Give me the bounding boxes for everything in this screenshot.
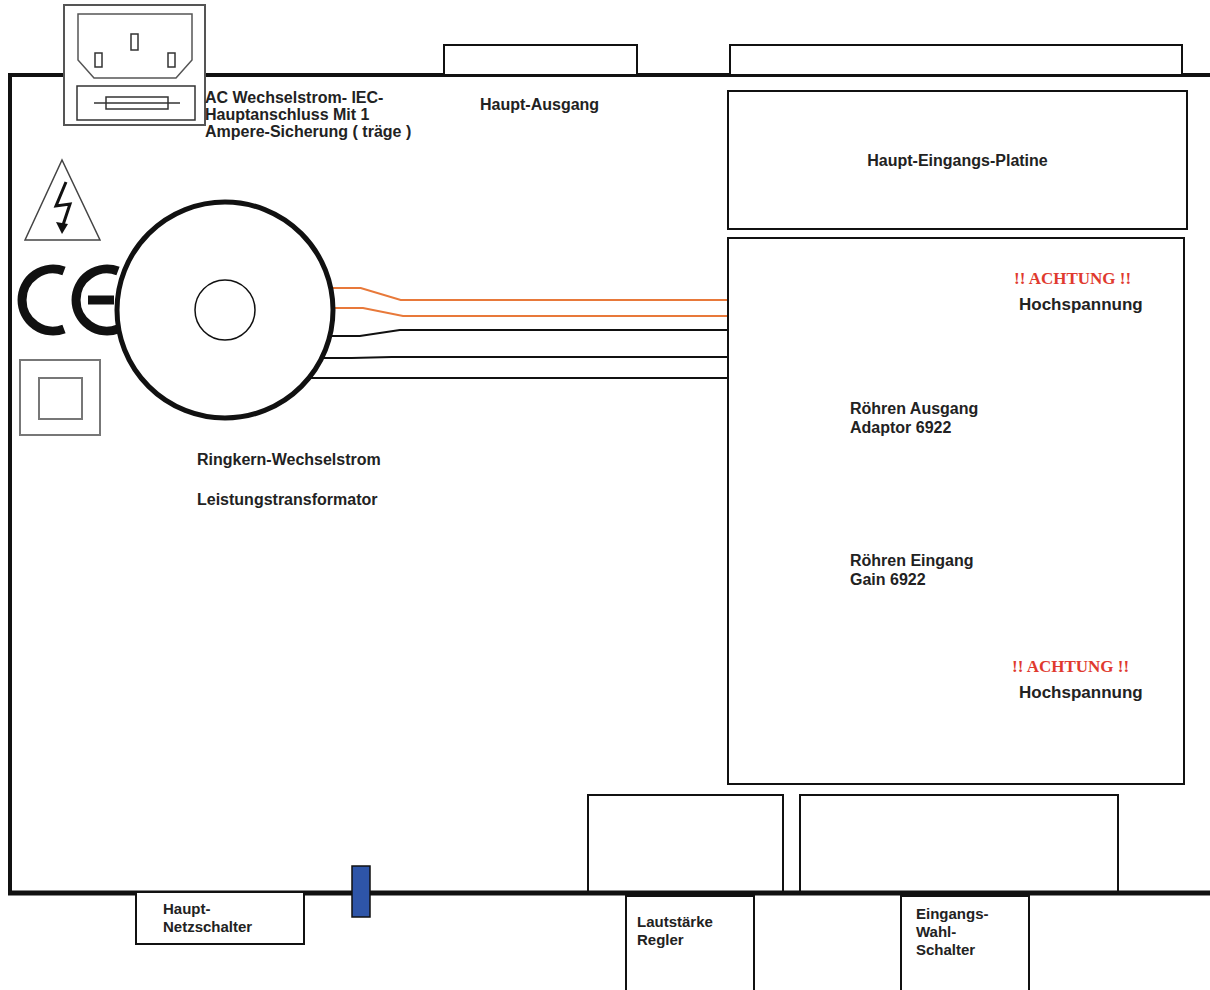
warning-text: !! ACHTUNG !! xyxy=(1014,269,1131,288)
shock-warning-symbol xyxy=(25,160,100,240)
control-box: Eingangs- Wahl- Schalter xyxy=(900,895,1030,990)
switch-lever xyxy=(352,866,370,917)
warning-text: Hochspannung xyxy=(1019,295,1143,314)
part-name: Ringkern-Wechselstrom xyxy=(197,450,381,469)
tube-label: Röhren Ausgang Adaptor 6922 xyxy=(850,399,1000,437)
wire xyxy=(331,288,727,300)
iec-pin xyxy=(131,34,138,50)
pcb-box: Haupt-Eingangs-Platine xyxy=(727,90,1188,230)
input-tab xyxy=(730,45,1182,75)
iec-pin xyxy=(168,53,175,67)
selector-pcb xyxy=(800,795,1118,893)
tube-label: Röhren Eingang Gain 6922 xyxy=(850,551,1000,589)
toroid-ring xyxy=(117,202,333,418)
fuse-wire xyxy=(94,102,180,104)
switch-label: Haupt- Netzschalter xyxy=(163,900,278,936)
wire xyxy=(322,357,727,358)
warning-text: !! ACHTUNG !! xyxy=(1012,657,1129,676)
class-2-outer xyxy=(20,360,100,435)
lightning-bolt xyxy=(56,182,70,228)
part-name: Leistungstransformator xyxy=(197,490,377,509)
connector-label: AC Wechselstrom- IEC-Hauptanschluss Mit … xyxy=(205,89,437,140)
wire xyxy=(333,308,727,316)
output-label: Haupt-Ausgang xyxy=(480,96,599,113)
volume-pcb xyxy=(588,795,783,893)
control-label: Eingangs- Wahl- Schalter xyxy=(916,905,996,959)
warning-text: Hochspannung xyxy=(1019,683,1143,702)
board-name: Haupt-Eingangs-Platine xyxy=(729,151,1186,170)
iec-pin xyxy=(95,53,102,67)
output-tab xyxy=(444,45,637,75)
iec-connector xyxy=(64,5,205,125)
iec-frame xyxy=(64,5,205,125)
ce-e-bar xyxy=(88,296,114,305)
warning-triangle xyxy=(25,160,100,240)
ce-c xyxy=(22,269,64,331)
ce-e xyxy=(76,269,118,331)
chassis-left xyxy=(8,73,12,895)
bolt-head xyxy=(56,222,68,234)
class-2-inner xyxy=(39,378,82,419)
iec-socket xyxy=(78,14,192,78)
fuse-holder xyxy=(77,86,195,120)
transformer: Ringkern-WechselstromLeistungstransforma… xyxy=(115,200,335,420)
wire xyxy=(330,330,727,336)
switch-box: Haupt- Netzschalter xyxy=(135,891,305,945)
ce-mark xyxy=(22,269,118,331)
control-box: Lautstärke Regler xyxy=(625,895,755,990)
high-voltage-box: !! ACHTUNG !!HochspannungRöhren Ausgang … xyxy=(727,237,1185,785)
toroid-hole xyxy=(195,280,255,340)
transformer-outline xyxy=(115,200,335,420)
control-label: Lautstärke Regler xyxy=(637,913,747,949)
wire xyxy=(309,377,727,379)
